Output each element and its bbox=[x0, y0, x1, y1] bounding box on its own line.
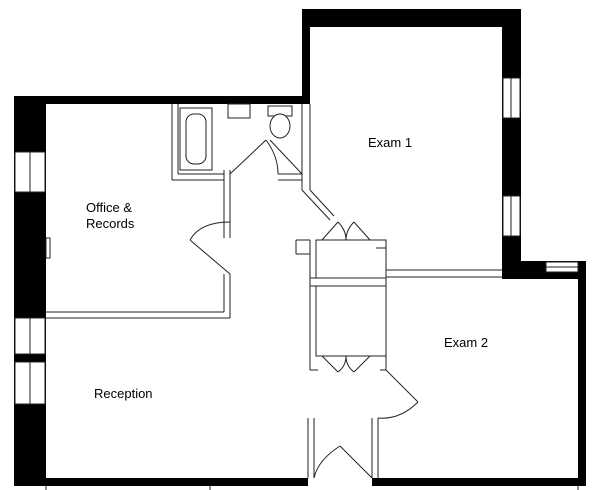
sink-icon bbox=[227, 103, 251, 119]
door-office bbox=[189, 239, 231, 275]
wall-bottom-right bbox=[372, 478, 586, 486]
exterior-walls bbox=[14, 9, 586, 486]
room-label-exam1: Exam 1 bbox=[368, 135, 412, 150]
bathroom-fixtures bbox=[179, 103, 293, 171]
doors bbox=[189, 139, 419, 479]
wall-exam1-right bbox=[502, 9, 521, 279]
wall-exam2-right bbox=[578, 261, 586, 486]
wall-mark-office bbox=[45, 237, 51, 259]
closet-upper bbox=[315, 239, 387, 279]
closet-lower bbox=[315, 285, 387, 357]
wall-bottom-left bbox=[14, 478, 308, 486]
wall-exam1-top bbox=[302, 9, 521, 27]
room-label-office-line2: Records bbox=[86, 216, 135, 231]
door-bathroom bbox=[229, 139, 267, 175]
room-label-exam2: Exam 2 bbox=[444, 335, 488, 350]
room-label-reception: Reception bbox=[94, 386, 153, 401]
door-entry bbox=[339, 445, 373, 479]
scale-ticks bbox=[45, 486, 579, 490]
door-closet-lower bbox=[321, 355, 339, 373]
bathtub-icon bbox=[179, 107, 213, 171]
door-exam2 bbox=[385, 369, 419, 403]
interior-walls bbox=[46, 104, 502, 478]
toilet-icon bbox=[267, 105, 293, 139]
door-closet-upper bbox=[321, 221, 339, 241]
wall-exam1-step bbox=[302, 9, 310, 104]
windows bbox=[14, 77, 579, 405]
room-label-office-line1: Office & bbox=[86, 200, 132, 215]
door-exam1 bbox=[301, 189, 331, 221]
wall-office-top bbox=[14, 96, 310, 104]
